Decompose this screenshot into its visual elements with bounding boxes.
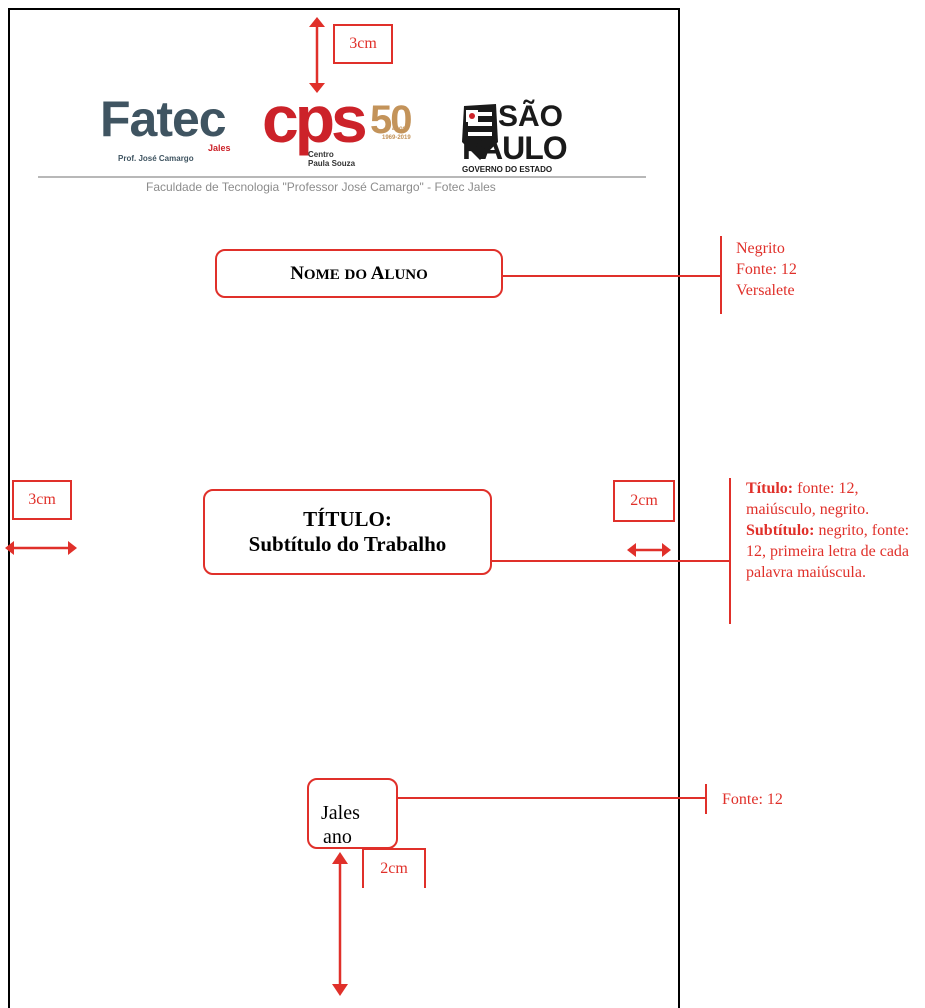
cps-logo-centro: Centro — [308, 150, 334, 159]
title-box: TÍTULO: Subtítulo do Trabalho — [203, 489, 492, 575]
sao-paulo-flag-icon — [462, 104, 498, 160]
city-text: Jales — [321, 802, 360, 824]
fifty-years-logo: 50 — [370, 98, 412, 142]
fatec-logo-prof: Prof. José Camargo — [118, 154, 194, 163]
top-margin-label: 3cm — [333, 24, 393, 64]
city-year-leader-line — [398, 797, 705, 799]
city-year-annotation: Fonte: 12 — [722, 791, 783, 808]
faculdade-caption: Faculdade de Tecnologia "Professor José … — [146, 180, 496, 194]
year-text: ano — [323, 826, 352, 848]
left-margin-label: 3cm — [12, 480, 72, 520]
city-year-annotation-bar — [705, 784, 707, 814]
title-annotation-bar — [729, 478, 731, 624]
top-margin-arrow-icon — [309, 17, 325, 93]
page-outline — [8, 8, 680, 1008]
right-margin-label: 2cm — [613, 480, 675, 522]
fifty-years-anos: anos — [392, 126, 407, 132]
student-name-leader-line — [503, 275, 720, 277]
cps-logo-paula-souza: Paula Souza — [308, 159, 356, 168]
fatec-logo: Fatec — [100, 91, 227, 147]
student-name-box: NOME DO ALUNO — [215, 249, 503, 298]
student-name-annotation-bar — [720, 236, 722, 314]
bottom-margin-label: 2cm — [362, 848, 426, 888]
student-name-text: NOME DO ALUNO — [290, 262, 428, 284]
sao-paulo-logo-sao: SÃO — [498, 100, 564, 133]
sao-paulo-logo-governo: GOVERNO DO ESTADO — [462, 165, 553, 174]
title-annotation: Título: fonte: 12, maiúsculo, negrito. S… — [746, 480, 910, 581]
bottom-margin-arrow-icon — [332, 852, 348, 996]
left-margin-arrow-icon — [5, 541, 77, 555]
city-year-box: Jales ano — [307, 778, 398, 849]
right-margin-arrow-icon — [627, 543, 671, 557]
subtitle-text: Subtítulo do Trabalho — [248, 532, 447, 556]
title-leader-line — [492, 560, 729, 562]
fatec-logo-jales: Jales — [208, 143, 231, 153]
sao-paulo-logo-paulo: PAULO — [462, 130, 568, 166]
fifty-years-range: 1969-2019 — [382, 135, 411, 141]
header-divider — [38, 176, 646, 178]
student-name-annotation: Negrito Fonte: 12 Versalete — [736, 240, 797, 299]
title-text: TÍTULO: — [303, 507, 392, 531]
cps-logo: cps — [262, 82, 368, 156]
